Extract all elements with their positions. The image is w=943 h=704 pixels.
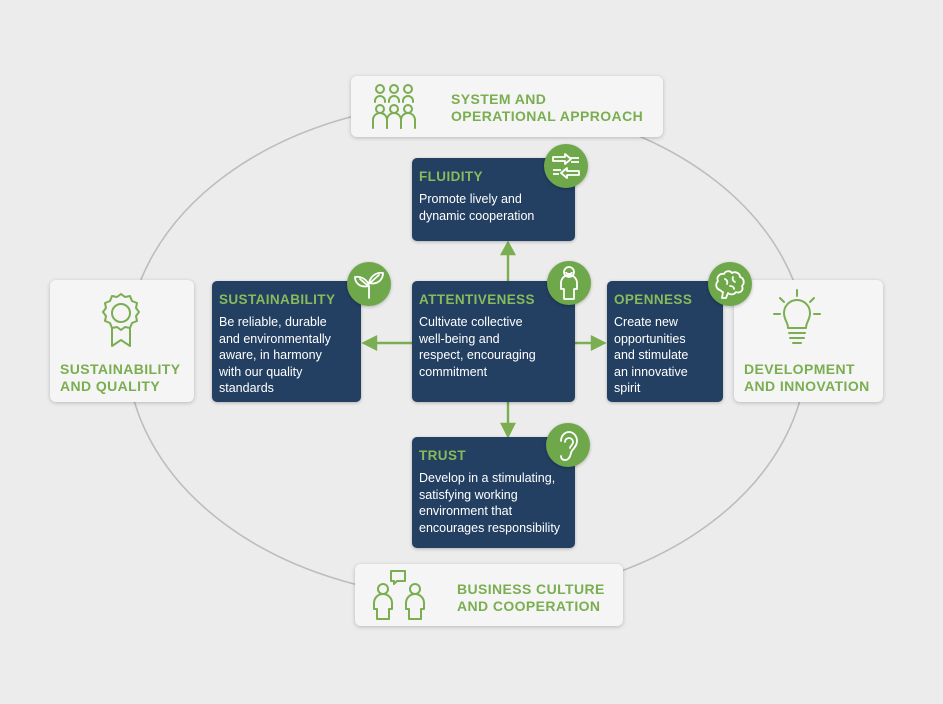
award-rosette-icon	[102, 293, 140, 347]
attentiveness-box: ATTENTIVENESS Cultivate collective well-…	[412, 281, 575, 402]
fluidity-badge	[544, 144, 588, 188]
attentiveness-body: Cultivate collective well-being and resp…	[419, 315, 536, 379]
trust-title: TRUST	[419, 448, 466, 463]
sustainability-box: SUSTAINABILITY Be reliable, durable and …	[212, 281, 361, 402]
openness-title: OPENNESS	[614, 292, 693, 307]
ear-icon	[560, 431, 578, 461]
sprout-leaf-icon	[354, 271, 384, 299]
system-operational-card: SYSTEM AND OPERATIONAL APPROACH	[351, 76, 663, 137]
sustainability-body: Be reliable, durable and environmentally…	[219, 315, 331, 395]
trust-box: TRUST Develop in a stimulating, satisfyi…	[412, 437, 575, 548]
openness-badge	[708, 262, 752, 306]
lightbulb-icon	[773, 289, 821, 344]
attentiveness-title: ATTENTIVENESS	[419, 292, 535, 307]
fluidity-title: FLUIDITY	[419, 169, 483, 184]
sustainability-quality-card: SUSTAINABILITY AND QUALITY	[50, 280, 194, 402]
development-innovation-card: DEVELOPMENT AND INNOVATION	[734, 280, 883, 402]
openness-box: OPENNESS Create new opportunities and st…	[607, 281, 723, 402]
group-people-icon	[372, 84, 416, 129]
trust-body: Develop in a stimulating, satisfying wor…	[419, 471, 561, 535]
arrows-exchange-icon	[552, 153, 580, 179]
system-operational-label: SYSTEM AND OPERATIONAL APPROACH	[451, 91, 644, 124]
fluidity-body: Promote lively and dynamic cooperation	[419, 192, 535, 223]
sustainability-quality-label: SUSTAINABILITY AND QUALITY	[60, 361, 181, 394]
sustainability-title: SUSTAINABILITY	[219, 292, 336, 307]
people-talking-icon	[373, 570, 425, 620]
person-icon	[560, 266, 578, 300]
development-innovation-label: DEVELOPMENT AND INNOVATION	[744, 361, 870, 394]
brain-icon	[715, 270, 745, 299]
attentiveness-badge	[547, 261, 591, 305]
sustainability-badge	[347, 262, 391, 306]
business-culture-card: BUSINESS CULTURE AND COOPERATION	[355, 564, 623, 626]
openness-body: Create new opportunities and stimulate a…	[614, 315, 689, 395]
trust-badge	[546, 423, 590, 467]
business-culture-label: BUSINESS CULTURE AND COOPERATION	[457, 581, 605, 614]
